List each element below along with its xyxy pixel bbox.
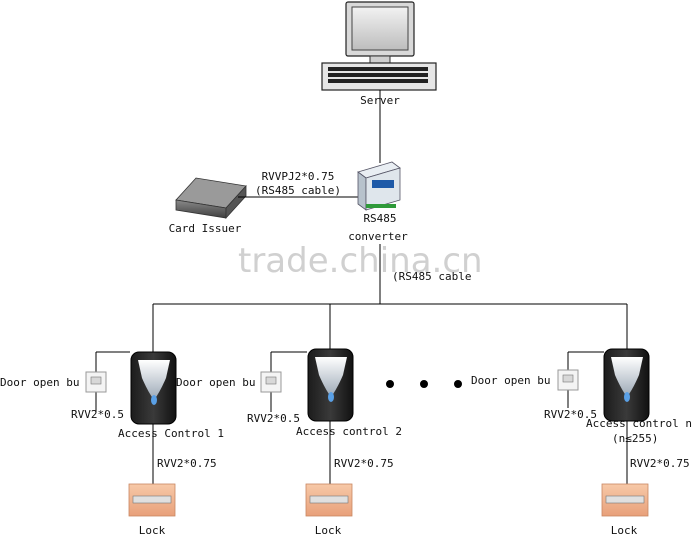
exit-button-icon: [85, 371, 107, 393]
controller-group-2: Door open bu RVV2*0.5 Access control 2 R…: [176, 348, 402, 537]
card-reader-icon: [130, 351, 177, 425]
door-open-button-label: Door open bu: [0, 376, 79, 389]
short-cable-label: RVV2*0.5: [544, 408, 597, 421]
door-open-button-label: Door open bu: [176, 376, 255, 389]
controller-group-n: Door open bu RVV2*0.5 Access control n (…: [471, 348, 692, 537]
short-cable-label: RVV2*0.5: [71, 408, 124, 421]
rvvpj2-cable-label: RVVPJ2*0.75: [262, 170, 335, 183]
server-icon: [321, 1, 437, 91]
lock-label: Lock: [611, 524, 638, 537]
magnetic-lock-icon: [601, 483, 649, 517]
short-cable-label: RVV2*0.5: [247, 412, 300, 425]
controller-name: Access control n: [586, 417, 692, 430]
rs485-cable-partial-label: (RS485 cable: [392, 270, 471, 283]
controller-name: Access control 2: [296, 425, 402, 438]
card-issuer-label: Card Issuer: [169, 222, 242, 235]
card-issuer-icon: [175, 177, 247, 220]
magnetic-lock-icon: [305, 483, 353, 517]
rs485-cable-label: (RS485 cable): [255, 184, 341, 197]
lock-label: Lock: [315, 524, 342, 537]
watermark-text: trade.china.cn: [238, 241, 483, 281]
exit-button-icon: [557, 369, 579, 391]
lock-cable-label: RVV2*0.75: [334, 457, 394, 470]
ellipsis-dot: [386, 380, 394, 388]
converter-label-line1: RS485: [363, 212, 396, 225]
controller-name: Access Control 1: [118, 427, 224, 440]
card-reader-icon: [307, 348, 354, 422]
door-open-button-label: Door open bu: [471, 374, 550, 387]
ellipsis-dot: [454, 380, 462, 388]
lock-label: Lock: [139, 524, 166, 537]
converter-label-line2: converter: [348, 230, 408, 243]
exit-button-icon: [260, 371, 282, 393]
lock-cable-label: RVV2*0.75: [630, 457, 690, 470]
controller-count-note: (n≤255): [612, 432, 658, 445]
card-reader-icon: [603, 348, 650, 422]
controller-group-1: Door open bu RVV2*0.5 Access Control 1 R…: [0, 351, 224, 537]
lock-cable-label: RVV2*0.75: [157, 457, 217, 470]
rs485-converter-icon: [357, 161, 401, 211]
magnetic-lock-icon: [128, 483, 176, 517]
ellipsis-dot: [420, 380, 428, 388]
